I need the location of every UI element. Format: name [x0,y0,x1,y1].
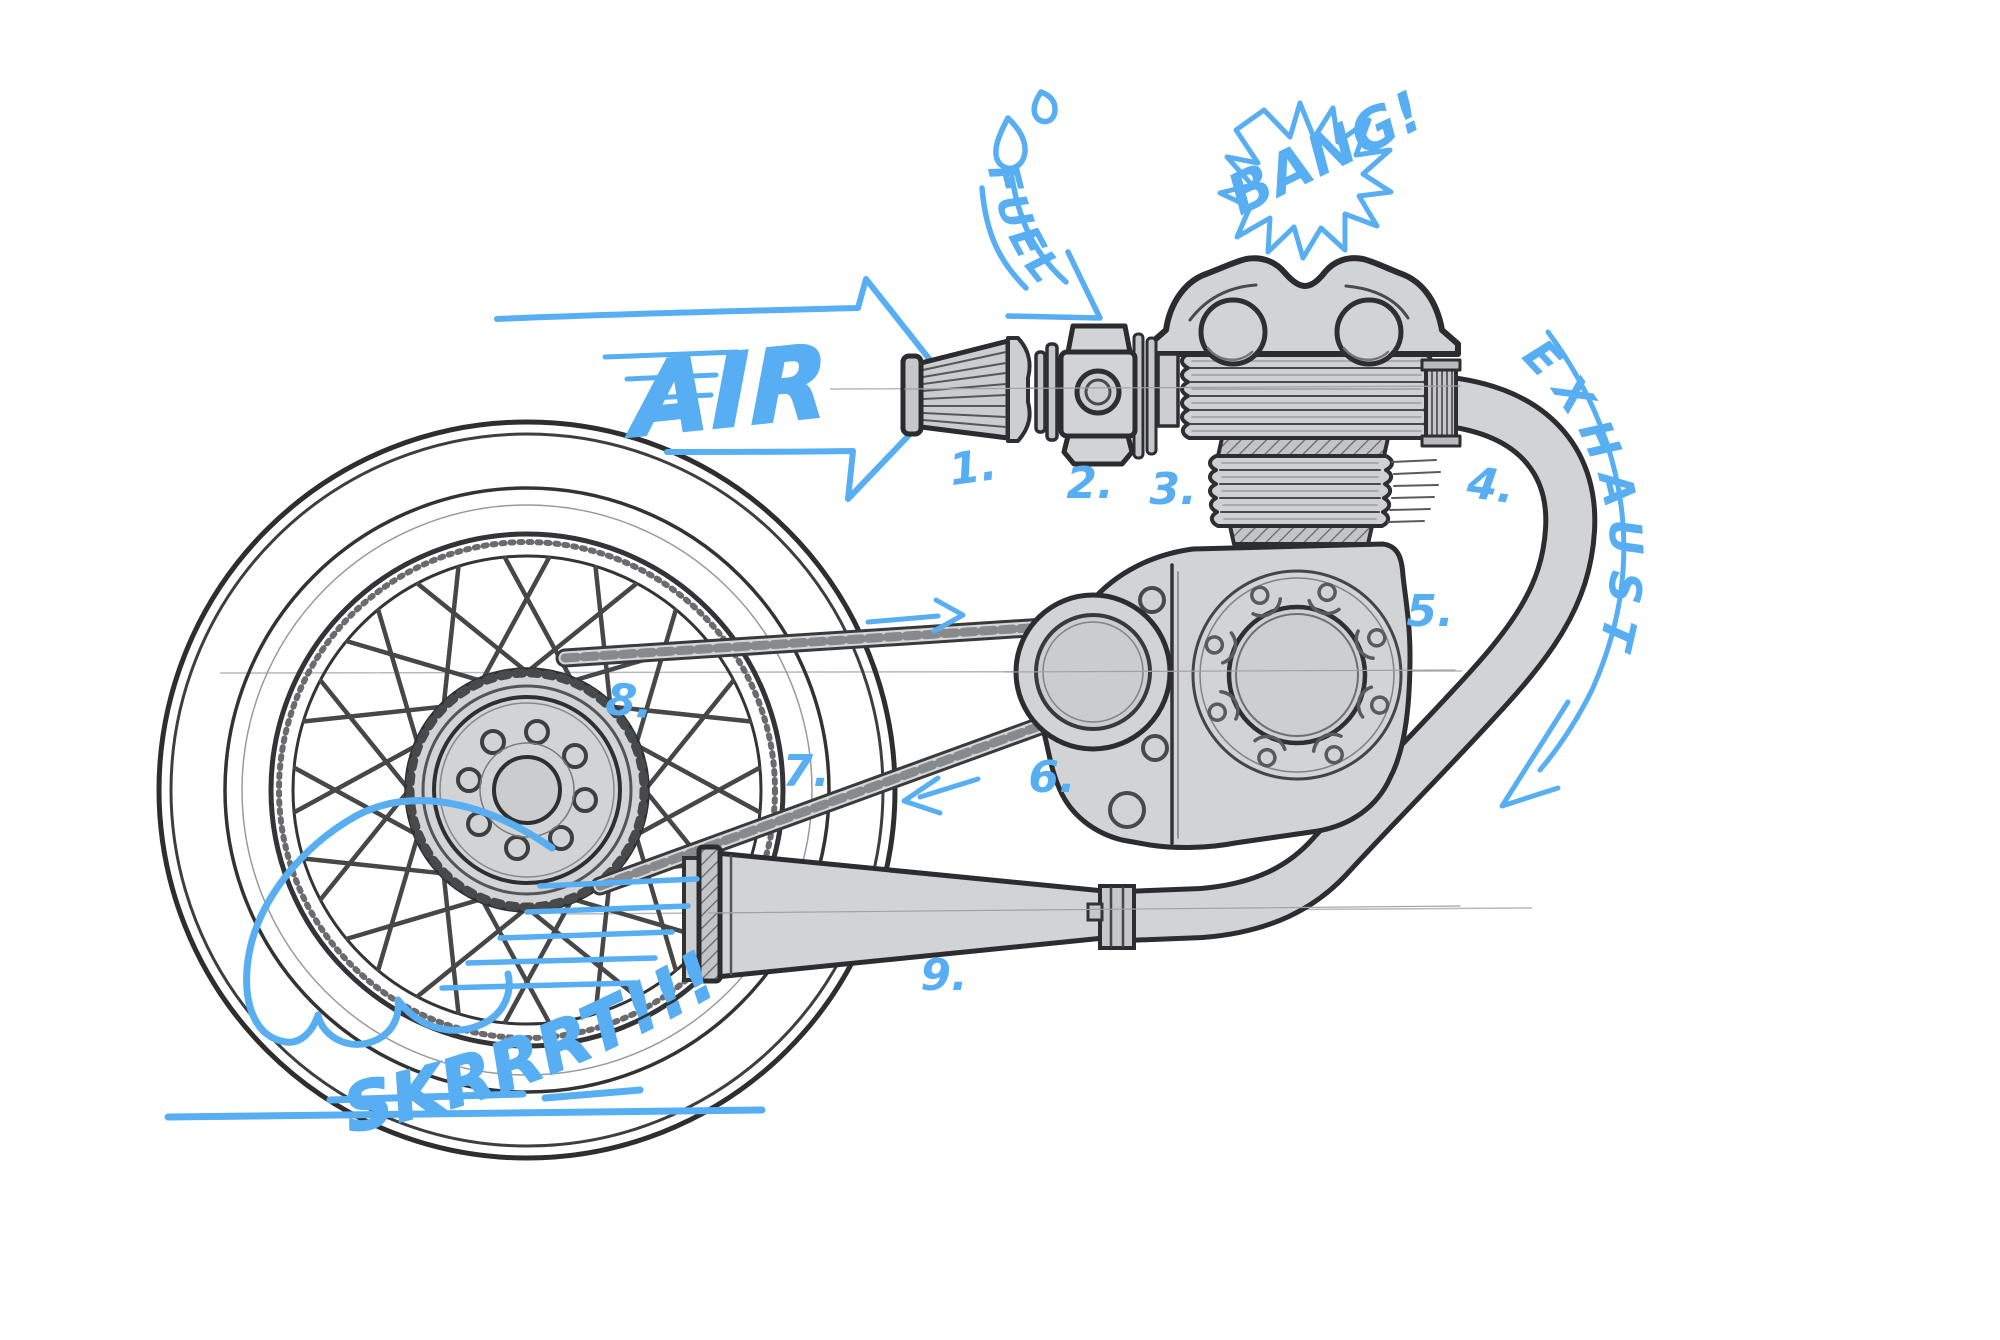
blue-ink [164,89,1627,1121]
rear-sprocket [404,667,650,913]
muffler-cone [713,850,1107,980]
head-gasket [1216,436,1390,458]
filter-end-cap [900,353,924,437]
muffler-clamp [1086,884,1136,950]
tire-bead [223,486,831,1094]
muffler-end-cap [696,844,723,984]
carb-bore [1074,368,1122,416]
muffler [682,844,1461,984]
chain-lower-run [590,708,1072,896]
air-flow-arrow [494,276,956,502]
chain-arrow-bottom [901,775,981,816]
fuel-droplet-large [993,115,1028,171]
rim-knurl [276,539,778,1041]
chain-arrow-top [865,597,966,634]
engine [900,255,1462,850]
drive-chain [555,616,1072,896]
chain-upper-run [555,616,1070,668]
exhaust-port-collar [1420,358,1462,448]
carburetor [1034,323,1138,467]
intake-flange [1132,332,1180,460]
smoke-cloud [243,797,556,1048]
rocker-cap-left [1198,297,1268,367]
case-bolts [1108,586,1169,829]
valve-cover [1147,255,1461,357]
tire-outer [156,419,898,1161]
fuel-arrow [979,89,1103,321]
bang-label: BANG! [1218,78,1435,228]
label-8-chain-upper: 8. [603,674,655,730]
label-9-muffler: 9. [920,950,967,1001]
cylinder [1132,255,1462,546]
label-7-chain-lower: 7. [782,746,829,797]
rim-inner [291,554,763,1026]
label-5-clutch-cover: 5. [1406,586,1453,637]
rim-outer [268,531,786,1049]
base-gasket [1228,524,1374,546]
label-3-cylinder: 3. [1149,464,1196,515]
label-2-carburetor: 2. [1066,458,1113,509]
rocker-cap-right [1334,297,1404,367]
fuel-label: FUEL [978,159,1073,295]
part-number-labels: 1. 2. 3. 4. 5. 6. 7. 8. 9. [603,439,1518,1001]
sprocket-bolts [456,719,598,861]
fuel-label-text: FUEL [978,159,1069,295]
carb-top-cap [1065,323,1133,355]
air-label: AIR [626,322,829,461]
carb-float-bowl [1061,433,1135,467]
exhaust-swoosh [1499,329,1627,809]
clutch-cover [1191,569,1403,781]
exhaust-system [682,375,1598,984]
label-1-air-filter: 1. [946,439,1000,496]
air-filter [900,336,1032,443]
bang-starburst [1217,100,1394,261]
label-4-exhaust-header: 4. [1463,457,1518,514]
rear-wheel [156,419,898,1161]
exhaust-arrowhead [1499,699,1571,809]
ground-lines [164,1086,766,1121]
skid-streaks [439,876,700,991]
axle [492,755,562,825]
filter-neck [1006,336,1032,443]
fuel-droplet-small [1031,89,1058,125]
air-arrow-outline [494,276,956,502]
label-6-front-sprocket: 6. [1028,752,1075,803]
fuel-arrowhead [1005,249,1103,321]
air-speed-lines [602,349,740,401]
